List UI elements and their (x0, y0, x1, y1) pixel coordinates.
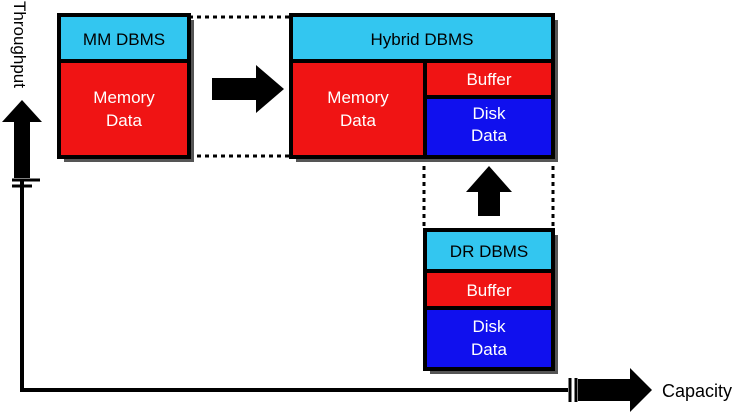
x-axis-thick-shaft (578, 379, 630, 401)
dr-dbms-buffer-label: Buffer (466, 281, 511, 300)
hybrid-dbms-buffer-label: Buffer (466, 70, 511, 89)
up-arrow-icon (466, 166, 512, 216)
x-axis-label: Capacity (662, 381, 732, 401)
hybrid-dbms-buffer-block (423, 59, 555, 99)
x-axis: Capacity (20, 368, 732, 412)
hybrid-dbms-title: Hybrid DBMS (371, 30, 474, 49)
mm-dbms-memory-block (57, 59, 191, 159)
dr-dbms-buffer-block (423, 269, 555, 310)
mm-dbms-title: MM DBMS (83, 30, 165, 49)
hybrid-dbms-disk-label-line2: Data (471, 126, 507, 145)
mm-dbms-memory-label-line2: Data (106, 111, 142, 130)
hybrid-dbms-disk-label-line1: Disk (472, 104, 506, 123)
hybrid-dbms-memory-block (289, 59, 427, 159)
dotted-connectors (189, 15, 555, 230)
y-axis-thick-shaft (14, 120, 30, 178)
right-arrow-icon (212, 65, 284, 113)
hybrid-dbms-box: Hybrid DBMS Memory Data Buffer Disk Data (289, 13, 558, 162)
x-axis-arrowhead-icon (630, 368, 652, 412)
y-axis: Throughput (2, 1, 42, 392)
hybrid-dbms-header (289, 13, 555, 63)
mm-dbms-header (57, 13, 191, 63)
y-axis-arrowhead-icon (2, 100, 42, 122)
mm-dbms-box: MM DBMS Memory Data (57, 13, 194, 162)
dr-dbms-disk-label-line2: Data (471, 340, 507, 359)
dr-dbms-title: DR DBMS (450, 242, 528, 261)
hybrid-dbms-memory-label-line2: Data (340, 111, 376, 130)
y-axis-label: Throughput (10, 1, 29, 88)
dr-dbms-header (423, 228, 555, 273)
dr-dbms-disk-label-line1: Disk (472, 317, 506, 336)
dr-dbms-disk-block (423, 306, 555, 371)
hybrid-dbms-memory-label-line1: Memory (327, 88, 389, 107)
mm-dbms-memory-label-line1: Memory (93, 88, 155, 107)
dr-dbms-box: DR DBMS Buffer Disk Data (423, 228, 558, 374)
hybrid-dbms-disk-block (423, 95, 555, 159)
